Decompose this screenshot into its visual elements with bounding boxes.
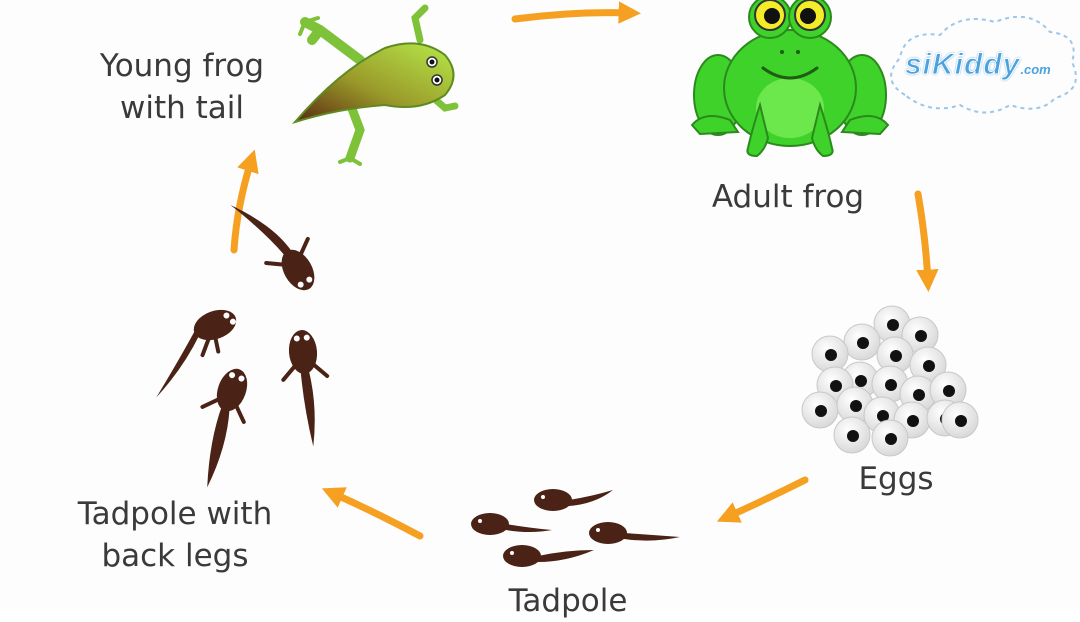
- egg-yolk: [887, 319, 899, 331]
- label-tadpole: Tadpole: [508, 583, 628, 619]
- young-frog-illustration: [291, 4, 459, 166]
- watermark-logo: siKiddy.com: [904, 48, 1075, 88]
- egg-yolk: [885, 433, 897, 445]
- illustration-canvas: [156, 0, 1077, 567]
- egg-yolk: [847, 430, 859, 442]
- egg-yolk: [850, 400, 862, 412]
- label-adult-frog: Adult frog: [711, 179, 865, 215]
- tadpoles-illustration: [471, 489, 680, 567]
- arrow-adult-to-eggs: [914, 190, 939, 292]
- life-cycle-diagram: siKiddy.com Young frog with tail Adult f…: [55, 0, 1077, 619]
- label-young-frog-line2: with tail: [120, 90, 244, 126]
- watermark-suffix: .com: [1020, 62, 1051, 77]
- egg-yolk: [857, 337, 869, 349]
- arrow-eggs-to-tadpole: [716, 476, 809, 523]
- label-young-frog: Young frog with tail: [82, 45, 282, 129]
- adult-frog-illustration: [690, 0, 890, 158]
- egg-yolk: [955, 415, 967, 427]
- egg-yolk: [923, 360, 935, 372]
- label-young-frog-line1: Young frog: [99, 48, 265, 84]
- egg-yolk: [943, 385, 955, 397]
- watermark-text: siKiddy: [904, 48, 1021, 82]
- label-tadpole-legs-line2: back legs: [101, 538, 249, 574]
- label-tadpole-legs-line1: Tadpole with: [77, 496, 273, 532]
- tadpoles-with-legs-illustration: [156, 205, 330, 488]
- arrow-legs-to-young: [230, 149, 259, 254]
- egg-yolk: [855, 375, 867, 387]
- egg-yolk: [890, 350, 902, 362]
- egg-yolk: [825, 349, 837, 361]
- egg-yolk: [815, 405, 827, 417]
- arrow-young-to-adult: [511, 1, 641, 24]
- egg-yolk: [907, 415, 919, 427]
- egg-yolk: [885, 379, 897, 391]
- label-tadpole-with-legs: Tadpole with back legs: [55, 493, 295, 577]
- cycle-arrows: [230, 1, 939, 540]
- eggs-illustration: [801, 305, 979, 457]
- egg-yolk: [877, 410, 889, 422]
- label-eggs: Eggs: [858, 461, 934, 497]
- egg-yolk: [915, 330, 927, 342]
- egg-yolk: [913, 389, 925, 401]
- egg-yolk: [830, 380, 842, 392]
- arrow-tadpole-to-legs: [321, 487, 424, 540]
